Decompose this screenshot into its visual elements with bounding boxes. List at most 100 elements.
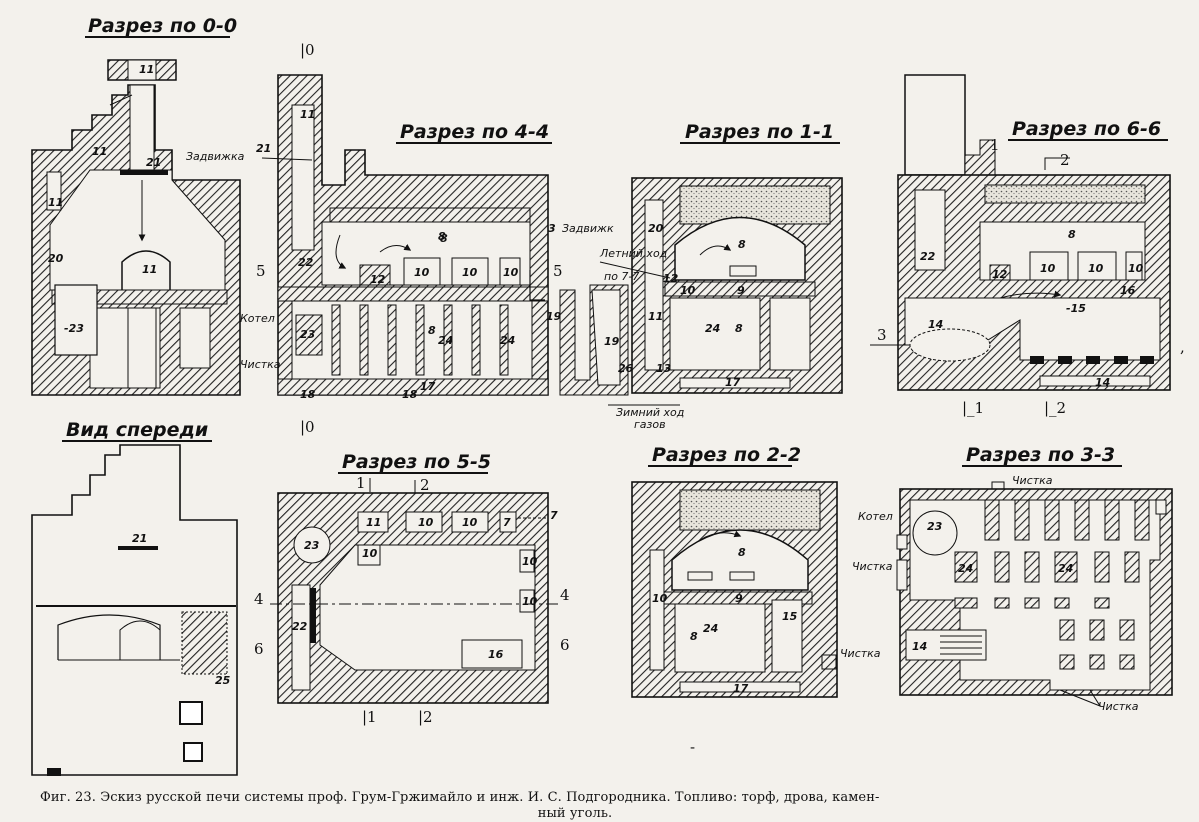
svg-text:24: 24 xyxy=(958,562,973,575)
svg-text:10: 10 xyxy=(522,555,538,568)
svg-text:24: 24 xyxy=(705,322,720,335)
svg-text:2: 2 xyxy=(420,476,430,494)
svg-text:5: 5 xyxy=(256,262,266,280)
svg-text:11: 11 xyxy=(648,310,663,323)
svg-text:10: 10 xyxy=(1088,262,1104,275)
section-3-3: Разрез по 3-3 Чистка 23 xyxy=(852,444,1173,713)
svg-text:8: 8 xyxy=(738,546,746,559)
svg-text:15: 15 xyxy=(782,610,798,623)
svg-text:-23: -23 xyxy=(64,322,84,335)
figure-caption: Фиг. 23. Эскиз русской печи системы проф… xyxy=(40,790,1190,822)
svg-text:20: 20 xyxy=(48,252,64,265)
svg-text:14: 14 xyxy=(928,318,943,331)
svg-text:21: 21 xyxy=(132,532,147,545)
front-view: Вид спереди 21 25 4 6 xyxy=(31,419,264,776)
svg-text:8: 8 xyxy=(440,232,448,245)
summer-draft-label: Летний ход xyxy=(599,247,667,260)
svg-text:11: 11 xyxy=(300,108,315,121)
svg-text:19: 19 xyxy=(546,310,562,323)
svg-text:10: 10 xyxy=(652,592,668,605)
svg-text:23: 23 xyxy=(927,520,943,533)
cleanout-label-bottom: Чистка xyxy=(1098,700,1139,713)
svg-text:20: 20 xyxy=(648,222,664,235)
svg-text:8: 8 xyxy=(738,238,746,251)
section-4-4-title: Разрез по 4-4 xyxy=(400,121,549,143)
svg-text:19: 19 xyxy=(604,335,620,348)
svg-text:10: 10 xyxy=(414,266,430,279)
section-4-4: |0 |0 Разрез по 4-4 11 8 12 10 10 10 xyxy=(186,41,563,436)
svg-text:17: 17 xyxy=(733,682,749,695)
svg-text:|_1: |_1 xyxy=(962,399,984,417)
svg-text:22: 22 xyxy=(920,250,936,263)
section-2-2-title: Разрез по 2-2 xyxy=(652,444,801,466)
svg-text:|2: |2 xyxy=(418,708,433,726)
svg-text:24: 24 xyxy=(1058,562,1073,575)
svg-text:26: 26 xyxy=(618,362,634,375)
svg-text:11: 11 xyxy=(92,145,107,158)
svg-text:6: 6 xyxy=(560,636,570,654)
svg-text:7: 7 xyxy=(550,509,558,522)
svg-text:14: 14 xyxy=(912,640,927,653)
svg-text:23: 23 xyxy=(300,328,316,341)
section-1-1: Разрез по 1-1 8 9 10 20 11 24 8 17 13 12… xyxy=(548,121,843,431)
svg-text:10: 10 xyxy=(503,266,519,279)
svg-text:10: 10 xyxy=(1040,262,1056,275)
svg-text:16: 16 xyxy=(1120,284,1136,297)
svg-text:12: 12 xyxy=(663,272,679,285)
section-5-5-title: Разрез по 5-5 xyxy=(342,451,491,473)
svg-text:25: 25 xyxy=(215,674,231,687)
svg-text:10: 10 xyxy=(362,547,378,560)
svg-text:|0: |0 xyxy=(300,41,315,59)
svg-text:12: 12 xyxy=(370,273,386,286)
winter-draft-label: Зимний ход xyxy=(616,406,684,419)
summer-draft-ref: по 7-7 xyxy=(604,270,639,283)
svg-text:22: 22 xyxy=(292,620,308,633)
damper-label-short: Задвижк xyxy=(562,222,614,235)
section-0-0: Разрез по 0-0 11 21 11 -23 11 20 11 xyxy=(31,15,241,396)
svg-text:21: 21 xyxy=(256,142,271,155)
boiler-label: Котел xyxy=(240,312,275,325)
svg-text:-15: -15 xyxy=(1066,302,1086,315)
svg-text:16: 16 xyxy=(488,648,504,661)
svg-text:24: 24 xyxy=(438,334,453,347)
svg-text:13: 13 xyxy=(656,362,672,375)
svg-text:18: 18 xyxy=(402,388,418,401)
svg-text:4: 4 xyxy=(560,586,570,604)
svg-text:8: 8 xyxy=(735,322,743,335)
section-0-0-title: Разрез по 0-0 xyxy=(88,15,237,37)
svg-text:9: 9 xyxy=(735,592,743,605)
svg-text:24: 24 xyxy=(500,334,515,347)
section-6-6-title: Разрез по 6-6 xyxy=(1012,118,1161,140)
svg-text:2: 2 xyxy=(1060,151,1070,169)
svg-text:|0: |0 xyxy=(300,418,315,436)
svg-text:14: 14 xyxy=(1095,376,1110,389)
caption-line-1: Фиг. 23. Эскиз русской печи системы проф… xyxy=(40,790,880,805)
winter-draft-sub: газов xyxy=(634,418,666,431)
svg-text:22: 22 xyxy=(298,256,314,269)
svg-text:4: 4 xyxy=(254,590,264,608)
section-5-5: Разрез по 5-5 1 2 23 22 11 10 10 10 7 7 … xyxy=(270,451,570,726)
front-view-title: Вид спереди xyxy=(66,419,208,441)
svg-text:7: 7 xyxy=(503,516,511,529)
cleanout-label-side: Чистка xyxy=(852,560,893,573)
svg-text:11: 11 xyxy=(48,196,63,209)
svg-text:23: 23 xyxy=(304,539,320,552)
section-6-6: Разрез по 6-6 1 2 22 8 12 10 10 10 -15 1… xyxy=(870,74,1171,417)
caption-line-2: ный уголь. xyxy=(537,806,613,821)
svg-text:10: 10 xyxy=(522,595,538,608)
cleanout-label-2-2: Чистка xyxy=(840,647,881,660)
svg-text:17: 17 xyxy=(725,376,741,389)
svg-text:|_2: |_2 xyxy=(1044,399,1066,417)
svg-text:11: 11 xyxy=(142,263,157,276)
damper-label: Задвижка xyxy=(186,150,245,163)
svg-text:6: 6 xyxy=(254,640,264,658)
svg-text:24: 24 xyxy=(703,622,718,635)
svg-text:3: 3 xyxy=(877,326,887,344)
cleanout-label-left: Чистка xyxy=(240,358,281,371)
svg-text:10: 10 xyxy=(680,284,696,297)
svg-text:18: 18 xyxy=(300,388,316,401)
cleanout-label-top: Чистка xyxy=(1012,474,1053,487)
svg-text:9: 9 xyxy=(737,284,745,297)
svg-text:10: 10 xyxy=(462,266,478,279)
